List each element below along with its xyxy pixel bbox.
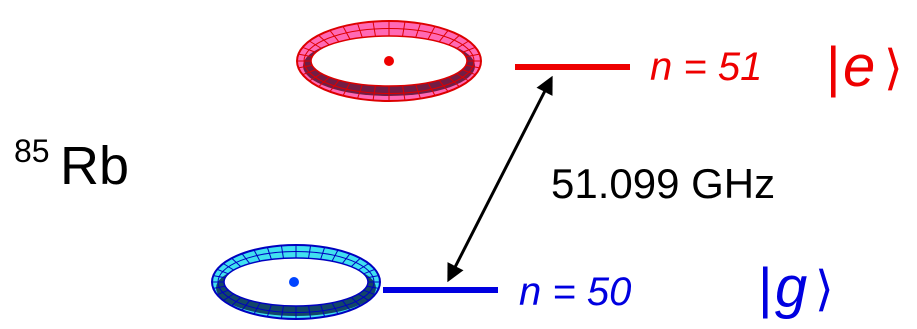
transition-arrow [447,75,553,283]
upper-ket-letter: e [843,34,875,99]
lower-ket-bar: | [758,256,773,319]
lower-torus-grid [212,245,380,319]
lower-ket-close: ⟩ [815,263,834,316]
upper-orbit-torus [296,20,482,102]
lower-nucleus [289,277,299,287]
torus-grid-ring [303,28,475,94]
atom-mass-number: 85 [14,133,50,169]
torus-grid-ring [217,251,375,313]
lower-ket-letter: g [775,255,807,320]
upper-level-n-label: n = 51 [650,45,762,89]
upper-ket-close: ⟩ [884,42,903,95]
lower-level-n-label: n = 50 [519,270,631,314]
upper-nucleus [384,56,394,66]
atom-symbol: Rb [60,136,129,196]
lower-orbit-torus [211,244,381,320]
transition-frequency-label: 51.099 GHz [551,160,775,207]
upper-ket-bar: | [826,35,841,98]
